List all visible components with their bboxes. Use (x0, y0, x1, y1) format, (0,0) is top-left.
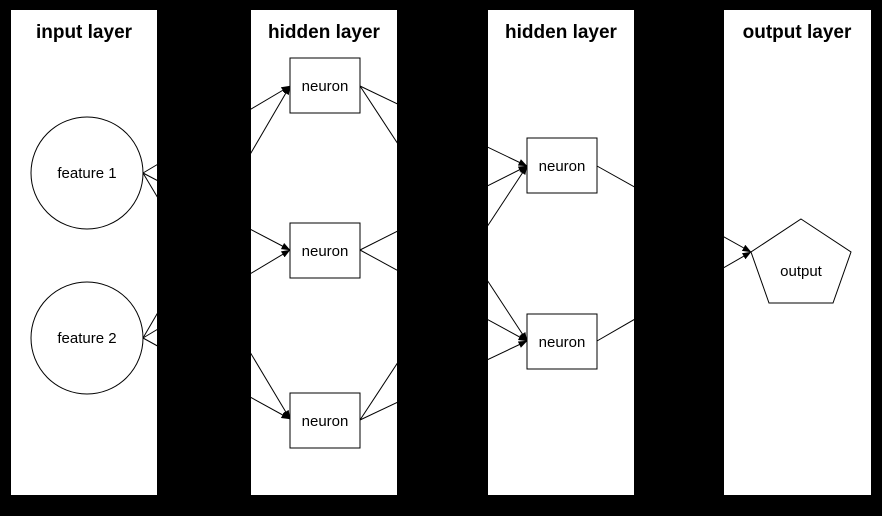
input-layer-panel (11, 10, 157, 495)
h2-neuron-2-label: neuron (539, 334, 586, 351)
input-layer-title: input layer (36, 22, 133, 43)
h1-neuron-3-label: neuron (302, 413, 349, 430)
feature-2-node (30, 281, 144, 395)
h1-neuron-1-label: neuron (302, 78, 349, 95)
output-layer-title: output layer (743, 22, 852, 43)
hidden-layer-2-nodes: neuron neuron (526, 137, 598, 370)
h1-neuron-1-node (289, 57, 361, 114)
hidden-layer-2-title: hidden layer (505, 22, 618, 43)
h1-neuron-2-label: neuron (302, 243, 349, 260)
h2-neuron-2-node (526, 313, 598, 370)
hidden-layer-1-nodes: neuron neuron neuron (289, 57, 361, 449)
output-label: output (780, 263, 823, 280)
h2-neuron-1-label: neuron (539, 158, 586, 175)
h1-neuron-3-node (289, 392, 361, 449)
h1-neuron-2-node (289, 222, 361, 279)
feature-1-label: feature 1 (57, 165, 116, 182)
feature-2-label: feature 2 (57, 330, 116, 347)
output-node (750, 218, 852, 304)
input-layer-nodes: feature 1 feature 2 (30, 116, 144, 395)
layer-titles: input layer hidden layer hidden layer ou… (36, 22, 852, 43)
output-layer-nodes: output (750, 218, 852, 304)
hidden-layer-2-panel (488, 10, 634, 495)
feature-1-node (30, 116, 144, 230)
h2-neuron-1-node (526, 137, 598, 194)
hidden-layer-1-title: hidden layer (268, 22, 381, 43)
